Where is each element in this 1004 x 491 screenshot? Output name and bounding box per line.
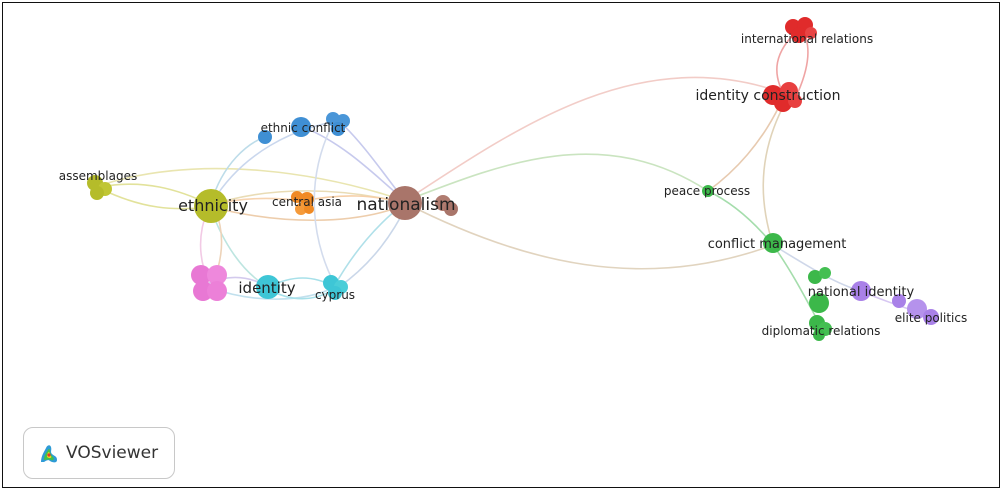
node-central-asia[interactable] <box>291 191 314 215</box>
label-international-relations: international relations <box>741 32 873 46</box>
label-assemblages: assemblages <box>59 169 138 183</box>
link-identity-construction-conflict-management <box>762 102 786 246</box>
link-ethnic-conflict-nationalism <box>338 120 406 202</box>
label-elite-politics: elite politics <box>895 311 967 325</box>
link-ethnic-conflict-cyprus <box>313 122 336 286</box>
label-ethnicity: ethnicity <box>178 196 248 215</box>
label-cyprus: cyprus <box>315 288 355 302</box>
node-ethnic-conflict[interactable] <box>258 112 350 144</box>
node-green-small-cluster[interactable] <box>808 267 831 313</box>
network-map[interactable]: nationalism ethnicity identity ethnic co… <box>3 3 1000 488</box>
label-identity: identity <box>238 279 295 297</box>
label-conflict-management: conflict management <box>708 237 847 252</box>
label-central-asia: central asia <box>272 195 342 209</box>
node-elite-politics[interactable] <box>892 294 939 325</box>
node-assemblages[interactable] <box>87 175 112 200</box>
node-pink-cluster[interactable] <box>191 265 227 301</box>
label-nationalism: nationalism <box>356 195 455 215</box>
node-diplomatic-relations[interactable] <box>809 315 832 341</box>
link-nationalism-identity-construction <box>404 76 784 202</box>
link-ethnicity-ethnic-conflict-2 <box>212 120 340 202</box>
vosviewer-logo-badge: VOSviewer <box>23 427 175 479</box>
link-assemblages-nationalism <box>100 167 406 202</box>
node-national-identity[interactable] <box>851 281 871 301</box>
node-peace-process[interactable] <box>702 185 714 197</box>
link-nationalism-conflict-management <box>404 202 774 270</box>
node-ethnicity[interactable] <box>194 189 228 223</box>
vosviewer-logo-text: VOSviewer <box>66 443 159 463</box>
link-identity-construction-peace-process <box>707 97 784 192</box>
label-national-identity: national identity <box>808 285 915 300</box>
label-peace-process: peace process <box>664 184 750 198</box>
label-diplomatic-relations: diplomatic relations <box>762 324 881 338</box>
node-international-relations[interactable] <box>785 17 817 43</box>
label-identity-construction: identity construction <box>696 88 841 104</box>
node-nationalism[interactable] <box>388 186 458 220</box>
link-nationalism-peace-process <box>404 153 709 202</box>
link-conflict-management-diplomatic <box>772 244 820 324</box>
label-ethnic-conflict: ethnic conflict <box>261 121 346 135</box>
vosviewer-density-logo-icon <box>41 445 57 463</box>
node-conflict-management[interactable] <box>763 233 783 253</box>
node-cyprus[interactable] <box>323 275 348 300</box>
node-identity[interactable] <box>256 275 280 299</box>
node-identity-construction[interactable] <box>763 82 802 112</box>
